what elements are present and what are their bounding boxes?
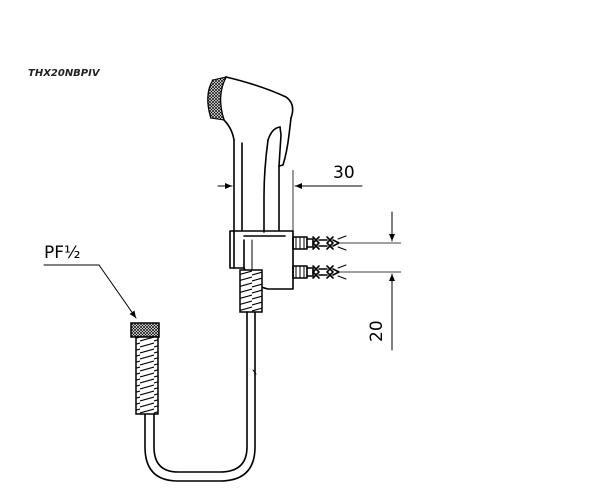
mounting-screw-bottom	[292, 264, 347, 280]
thread-label: PF½	[44, 243, 81, 263]
flexible-hose	[144, 311, 257, 482]
dimension-width-label: 30	[333, 163, 355, 183]
hose-nut	[130, 322, 160, 415]
mounting-screw-top	[292, 235, 347, 251]
dimension-width: 30	[217, 163, 363, 232]
model-code: THX20NBPIV	[28, 68, 101, 79]
hose-connector-top	[239, 269, 263, 313]
threaded-sleeve-top	[239, 269, 263, 313]
nozzle-knurl	[207, 76, 227, 121]
dimension-spacing: 20	[340, 211, 401, 351]
spray-head	[207, 76, 294, 233]
knurled-nut	[130, 322, 160, 338]
threaded-sleeve-bottom	[135, 336, 159, 415]
dimension-spacing-label: 20	[367, 320, 387, 342]
thread-leader-line	[43, 264, 137, 319]
